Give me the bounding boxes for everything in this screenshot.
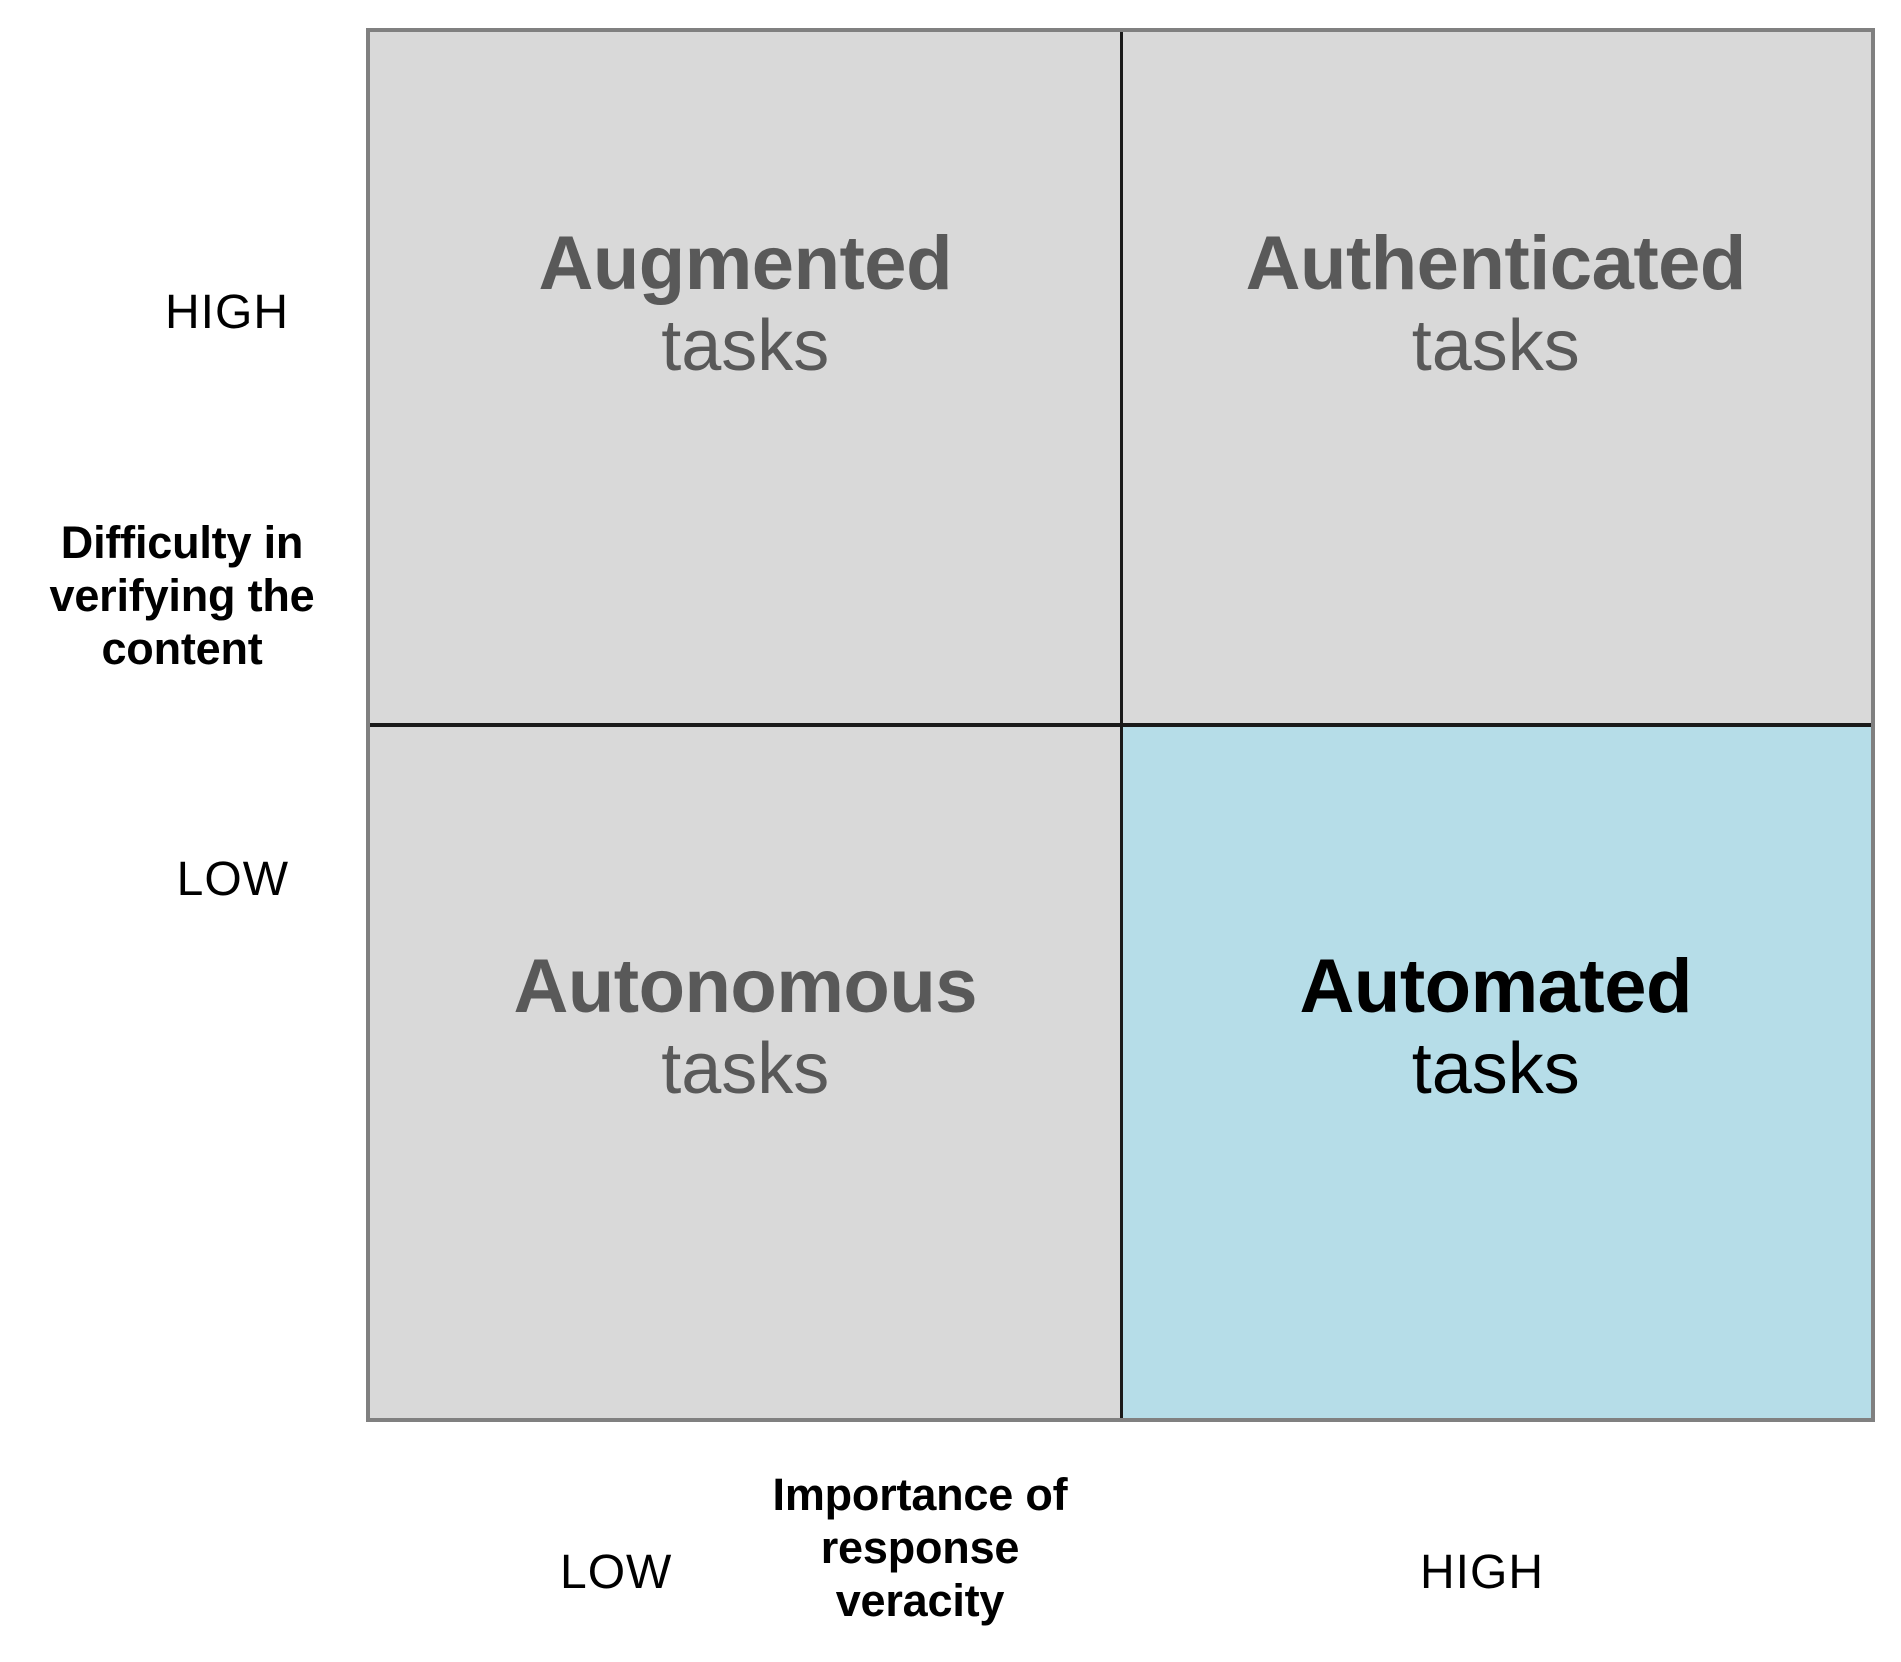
quadrant-subtitle: tasks	[661, 1029, 830, 1110]
x-axis-title-line-1: Importance of	[772, 1469, 1068, 1520]
quadrant-autonomous-tasks[interactable]: Autonomous tasks	[370, 725, 1121, 1418]
y-axis-title-line-2: verifying the	[49, 570, 315, 622]
quadrant-title: Automated	[1299, 944, 1693, 1029]
y-axis-title: Difficulty in verifying the content	[8, 516, 356, 675]
quadrant-subtitle: tasks	[1411, 306, 1580, 387]
quadrant-subtitle: tasks	[661, 306, 830, 387]
quadrant-title: Augmented	[538, 221, 953, 306]
x-axis-title: Importance of response veracity	[700, 1468, 1140, 1627]
x-axis-title-line-3: veracity	[835, 1575, 1005, 1627]
quadrant-matrix: Augmented tasks Authenticated tasks Auto…	[366, 28, 1875, 1422]
quadrant-title: Autonomous	[513, 944, 978, 1029]
quadrant-title: Authenticated	[1245, 221, 1747, 306]
quadrant-subtitle: tasks	[1411, 1029, 1580, 1110]
y-axis-title-line-1: Difficulty in	[60, 517, 304, 568]
y-axis-tick-high: HIGH	[165, 286, 289, 339]
quadrant-authenticated-tasks[interactable]: Authenticated tasks	[1121, 32, 1872, 725]
y-axis-tick-low: LOW	[176, 853, 289, 906]
quadrant-automated-tasks[interactable]: Automated tasks	[1120, 725, 1871, 1418]
x-axis-tick-high: HIGH	[1420, 1546, 1544, 1599]
quadrant-augmented-tasks[interactable]: Augmented tasks	[370, 32, 1121, 725]
horizontal-divider	[370, 723, 1871, 727]
x-axis-tick-low: LOW	[560, 1546, 673, 1599]
y-axis-title-line-3: content	[101, 623, 263, 675]
x-axis-title-line-2: response	[820, 1522, 1020, 1574]
